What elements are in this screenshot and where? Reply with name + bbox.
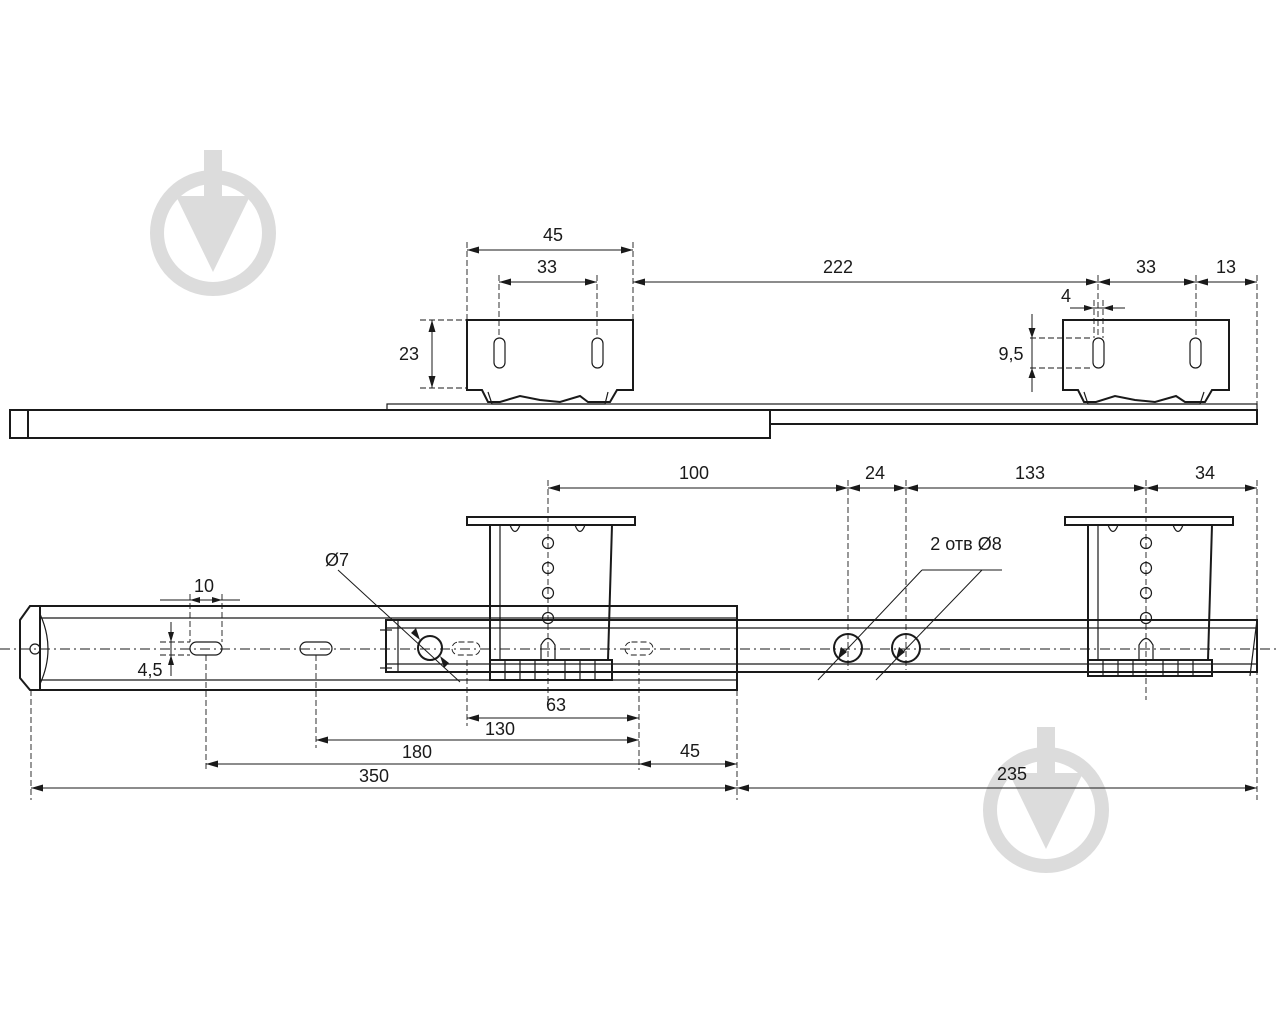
- dim-180: 180: [402, 742, 432, 762]
- dim-24: 24: [865, 463, 885, 483]
- dim-33-left: 33: [537, 257, 557, 277]
- note-d7: Ø7: [325, 550, 349, 570]
- dim-45-top: 45: [543, 225, 563, 245]
- dim-4-5: 4,5: [137, 660, 162, 680]
- slot-hidden-1: [451, 641, 481, 656]
- dim-45-bottom: 45: [680, 741, 700, 761]
- dim-235: 235: [997, 764, 1027, 784]
- watermark-top-left: [150, 150, 276, 296]
- dim-222: 222: [823, 257, 853, 277]
- dim-133: 133: [1015, 463, 1045, 483]
- dim-23: 23: [399, 344, 419, 364]
- rail-front-cap: [19, 605, 41, 691]
- bracket-right-top: [1062, 319, 1230, 405]
- dim-100: 100: [679, 463, 709, 483]
- bracket-left-side: [466, 516, 636, 681]
- watermark-bottom-right: [983, 727, 1109, 873]
- hole-d7: [417, 635, 443, 661]
- dim-350: 350: [359, 766, 389, 786]
- dim-10: 10: [194, 576, 214, 596]
- dim-13: 13: [1216, 257, 1236, 277]
- dim-130: 130: [485, 719, 515, 739]
- rail-inner: [769, 409, 1258, 425]
- dim-9-5: 9,5: [998, 344, 1023, 364]
- top-view: 45 33 222 33 13 4 23 9,5: [9, 225, 1258, 439]
- dim-33-right: 33: [1136, 257, 1156, 277]
- rail-outer: [27, 409, 771, 439]
- side-view: 100 24 133 34 2 отв Ø8 Ø7 10 4,5: [0, 463, 1280, 800]
- note-2-holes-d8: 2 отв Ø8: [930, 534, 1001, 554]
- bracket-right-side: [1064, 516, 1234, 677]
- rail-outer-left-cap: [9, 409, 29, 439]
- bracket-left-top: [466, 319, 634, 405]
- dim-63: 63: [546, 695, 566, 715]
- dim-34: 34: [1195, 463, 1215, 483]
- dim-4: 4: [1061, 286, 1071, 306]
- front-cap-pivot: [29, 643, 41, 655]
- slot-hidden-2: [624, 641, 654, 656]
